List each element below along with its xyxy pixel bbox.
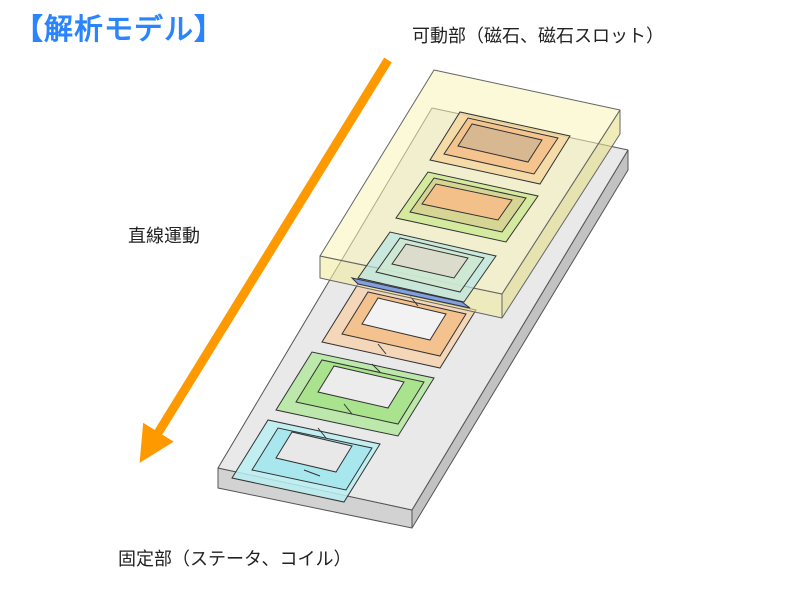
fixed-part-label: 固定部（ステータ、コイル） bbox=[118, 549, 352, 570]
mover-slot-cyan bbox=[357, 231, 497, 303]
model-title: 【解析モデル】 bbox=[14, 12, 225, 46]
linear-motion-label: 直線運動 bbox=[128, 226, 200, 247]
motion-arrow bbox=[139, 57, 392, 463]
coil-green bbox=[275, 351, 435, 437]
moving-part-label: 可動部（磁石、磁石スロット） bbox=[412, 26, 664, 47]
mover-slot-orange bbox=[429, 111, 571, 185]
coil-orange-stator bbox=[321, 283, 477, 369]
mover-slot-green bbox=[395, 171, 539, 243]
coil-cyan bbox=[231, 419, 381, 503]
